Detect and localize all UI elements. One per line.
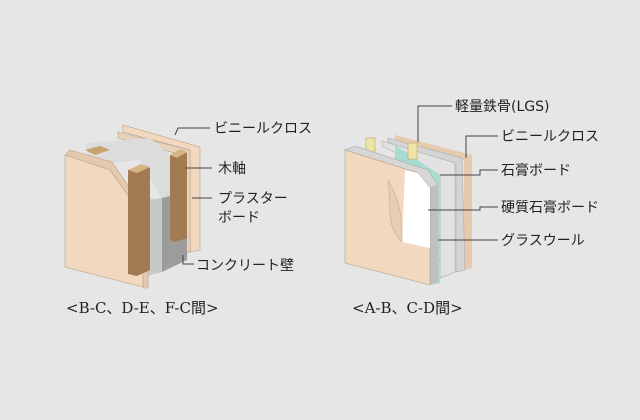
label-gypsum-board: 石膏ボード [501,162,571,179]
peeled-corner [387,179,403,243]
label-concrete-wall: コンクリート壁 [196,258,294,274]
wood-beam-top [85,146,110,155]
label-wood-frame: 木軸 [218,161,246,177]
rear-wood-stud-top [170,149,187,158]
front-wood-stud [128,165,150,276]
front-wood-stud-top [128,164,150,173]
right-wall-illustration [344,135,472,286]
label-plaster-board-1: プラスター [218,191,288,207]
label-vinyl-cloth-right: ビニールクロス [501,129,599,145]
label-plaster-board-2: ボード [218,210,260,226]
label-hard-gypsum-board: 硬質石膏ボード [501,199,599,216]
right-caption: <A-B、C-D間> [352,299,463,317]
left-wall-illustration [64,124,201,289]
label-lgs: 軽量鉄骨(LGS) [455,99,549,115]
peeled-vinyl-cloth [402,170,430,248]
front-board-side [430,185,438,285]
left-leader-lines [174,127,212,265]
right-leader-lines [417,105,498,241]
label-vinyl-cloth-left: ビニールクロス [214,121,312,137]
label-glass-wool: グラスウール [501,233,585,249]
lgs-stud-right [407,142,418,160]
rear-wood-stud [170,150,187,242]
left-caption: <B-C、D-E、F-C間> [66,299,219,317]
concrete-top [85,138,187,200]
